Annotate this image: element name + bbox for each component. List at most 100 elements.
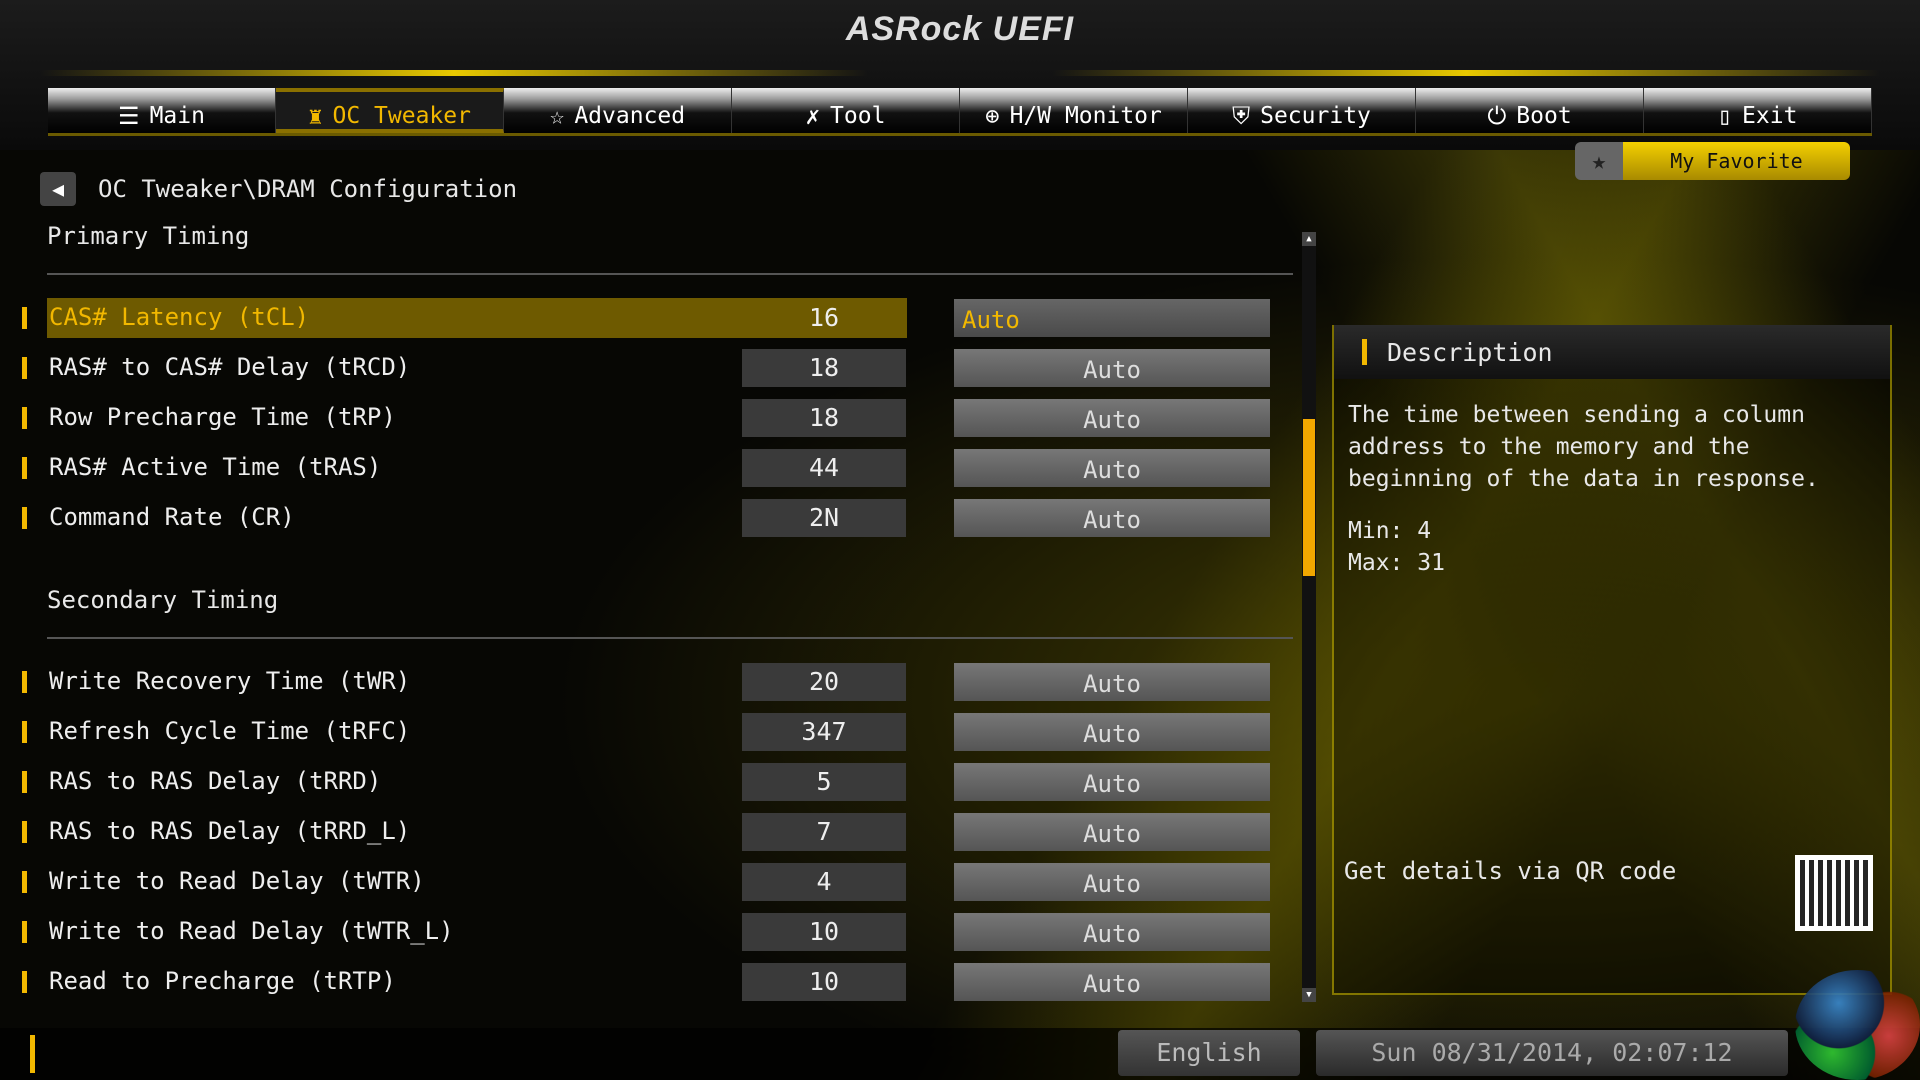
star-icon: ☆ <box>549 101 565 130</box>
my-favorite-button[interactable]: ★ My Favorite <box>1575 142 1850 180</box>
setting-input[interactable]: Auto <box>954 349 1270 387</box>
scrollbar[interactable]: ▲ ▼ <box>1302 232 1316 1002</box>
my-favorite-label: My Favorite <box>1623 142 1850 180</box>
setting-input[interactable]: Auto <box>954 963 1270 1001</box>
accent-mark <box>22 821 27 843</box>
setting-input[interactable]: Auto <box>954 399 1270 437</box>
setting-label: RAS# Active Time (tRAS) <box>49 453 382 481</box>
rocket-icon: ♜ <box>308 101 323 130</box>
datetime-display: Sun 08/31/2014, 02:07:12 <box>1316 1030 1788 1076</box>
monitor-icon: ⊕ <box>985 101 1000 130</box>
current-value: 44 <box>742 449 906 487</box>
scrollbar-thumb[interactable] <box>1303 419 1315 576</box>
setting-input[interactable]: Auto <box>954 713 1270 751</box>
current-value: 16 <box>808 303 840 332</box>
selection-highlight <box>47 298 907 338</box>
setting-input[interactable]: Auto <box>954 813 1270 851</box>
tab-label: Security <box>1260 102 1371 129</box>
tab-oc-tweaker[interactable]: ♜ OC Tweaker <box>276 88 504 133</box>
current-value: 18 <box>742 349 906 387</box>
tab-security[interactable]: ⛨ Security <box>1188 88 1416 133</box>
primary-timing-heading: Primary Timing <box>47 222 250 250</box>
accent-mark <box>22 407 27 429</box>
setting-label: Write Recovery Time (tWR) <box>49 667 411 695</box>
setting-label: Row Precharge Time (tRP) <box>49 403 396 431</box>
setting-label: RAS# to CAS# Delay (tRCD) <box>49 353 411 381</box>
tab-tool[interactable]: ✗Tool <box>732 88 960 133</box>
language-selector[interactable]: English <box>1118 1030 1300 1076</box>
setting-label: Write to Read Delay (tWTR) <box>49 867 425 895</box>
accent-mark <box>22 871 27 893</box>
back-arrow-icon[interactable]: ◀ <box>40 172 76 206</box>
tab-label: H/W Monitor <box>1009 102 1162 129</box>
scroll-up-icon[interactable]: ▲ <box>1302 232 1316 246</box>
main-tabs: ☰Main ♜ OC Tweaker ☆Advanced✗Tool ⊕ H/W Monit… <box>48 88 1872 136</box>
setting-label: RAS to RAS Delay (tRRD_L) <box>49 817 411 845</box>
setting-row[interactable]: CAS# Latency (tCL) 16 Auto <box>22 298 1272 339</box>
header-glow <box>40 70 1880 76</box>
accent-mark <box>22 971 27 993</box>
power-icon: ⏻ <box>1487 101 1507 130</box>
accent-mark <box>22 671 27 693</box>
current-value: 5 <box>742 763 906 801</box>
tab-main[interactable]: ☰Main <box>48 88 276 133</box>
setting-input[interactable]: Auto <box>954 913 1270 951</box>
description-text: The time between sending a column addres… <box>1348 402 1819 492</box>
tab-label: OC Tweaker <box>332 102 471 129</box>
setting-label: Refresh Cycle Time (tRFC) <box>49 717 411 745</box>
tab-advanced[interactable]: ☆Advanced <box>504 88 732 133</box>
accent-mark <box>30 1035 35 1073</box>
divider <box>47 273 1293 275</box>
setting-input[interactable]: Auto <box>954 299 1270 337</box>
setting-row[interactable]: Read to Precharge (tRTP) 10 Auto <box>22 963 1272 1003</box>
tab-exit[interactable]: ▯Exit <box>1644 88 1872 133</box>
current-value: 10 <box>742 963 906 1001</box>
accent-mark <box>1362 339 1367 365</box>
tab-label: Exit <box>1742 102 1798 129</box>
setting-label: Command Rate (CR) <box>49 503 295 531</box>
tab-label: Tool <box>830 102 886 129</box>
list-icon: ☰ <box>118 101 140 130</box>
accent-mark <box>22 357 27 379</box>
max-value: Max: 31 <box>1348 550 1445 576</box>
setting-input[interactable]: Auto <box>954 499 1270 537</box>
setting-row[interactable]: Refresh Cycle Time (tRFC) 347 Auto <box>22 713 1272 753</box>
setting-label: Read to Precharge (tRTP) <box>49 967 396 995</box>
setting-row[interactable]: RAS# Active Time (tRAS) 44 Auto <box>22 449 1272 489</box>
breadcrumb-path: OC Tweaker\DRAM Configuration <box>98 175 518 203</box>
setting-row[interactable]: Row Precharge Time (tRP) 18 Auto <box>22 399 1272 439</box>
accent-mark <box>22 921 27 943</box>
current-value: 10 <box>742 913 906 951</box>
min-value: Min: 4 <box>1348 518 1432 544</box>
setting-input[interactable]: Auto <box>954 449 1270 487</box>
setting-input[interactable]: Auto <box>954 763 1270 801</box>
qr-caption: Get details via QR code <box>1344 857 1677 885</box>
setting-input[interactable]: Auto <box>954 663 1270 701</box>
setting-row[interactable]: RAS# to CAS# Delay (tRCD) 18 Auto <box>22 349 1272 389</box>
shield-icon: ⛨ <box>1232 101 1251 130</box>
setting-input[interactable]: Auto <box>954 863 1270 901</box>
scroll-down-icon[interactable]: ▼ <box>1302 988 1316 1002</box>
tab-boot[interactable]: ⏻ Boot <box>1416 88 1644 133</box>
tab-label: Boot <box>1516 102 1572 129</box>
watermark-logo <box>1795 970 1920 1080</box>
accent-mark <box>22 457 27 479</box>
accent-mark <box>22 721 27 743</box>
accent-mark <box>22 307 27 329</box>
qr-code <box>1795 855 1873 931</box>
accent-mark <box>22 507 27 529</box>
accent-mark <box>22 771 27 793</box>
current-value: 18 <box>742 399 906 437</box>
secondary-timing-heading: Secondary Timing <box>47 586 279 614</box>
breadcrumb: ◀ OC Tweaker\DRAM Configuration <box>40 172 517 206</box>
tab-h-w-monitor[interactable]: ⊕ H/W Monitor <box>960 88 1188 133</box>
setting-label: CAS# Latency (tCL) <box>49 303 310 331</box>
current-value: 347 <box>742 713 906 751</box>
